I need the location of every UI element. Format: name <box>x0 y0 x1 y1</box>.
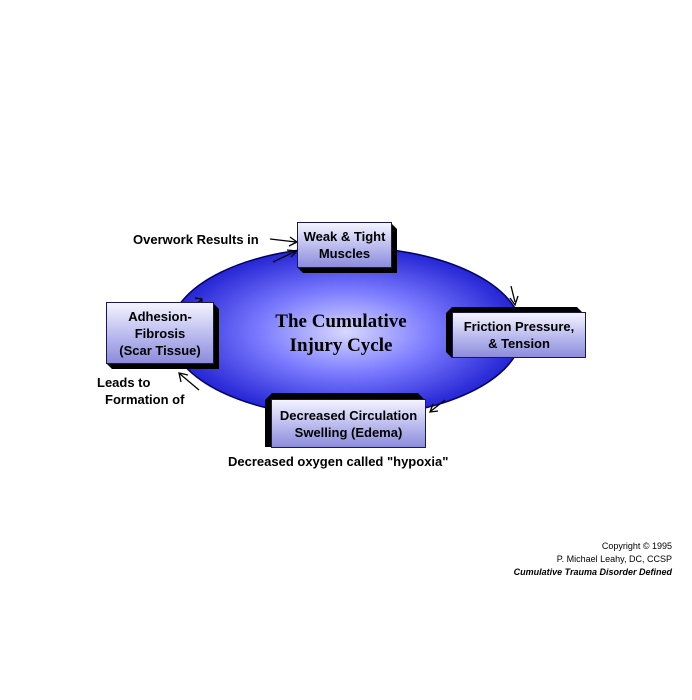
friction-pressure-box: Friction Pressure, & Tension <box>452 312 586 358</box>
copyright-line2: P. Michael Leahy, DC, CCSP <box>556 554 672 564</box>
weak-tight-line2: Muscles <box>318 246 371 261</box>
overwork-arrow <box>269 238 297 243</box>
center-title-line2: Injury Cycle <box>289 335 393 356</box>
adhesion-line2: Fibrosis <box>134 325 186 341</box>
arrow-to-friction <box>510 285 516 303</box>
leads-to-line2: Formation of <box>105 392 185 407</box>
adhesion-line3: (Scar Tissue) <box>119 342 201 358</box>
weak-tight-line1: Weak & Tight <box>303 229 386 244</box>
center-title: The Cumulative Injury Cycle <box>246 310 436 358</box>
copyright-line3: Cumulative Trauma Disorder Defined <box>513 567 672 577</box>
hypoxia-label: Decreased oxygen called "hypoxia" <box>228 454 449 469</box>
weak-tight-muscles-box: Weak & Tight Muscles <box>297 222 392 268</box>
arrows <box>178 236 519 413</box>
friction-line1: Friction Pressure, <box>463 319 575 334</box>
leads-to-line1: Leads to <box>97 375 151 390</box>
arrow-from-adhesion <box>272 250 297 263</box>
adhesion-line1: Adhesion- <box>128 308 192 324</box>
overwork-label: Overwork Results in <box>133 232 259 247</box>
copyright-line1: Copyright © 1995 <box>601 541 672 551</box>
arrow-to-circulation <box>430 399 446 412</box>
circulation-line2: Swelling (Edema) <box>294 424 403 440</box>
leads-to-label: Leads to Formation of <box>97 374 184 408</box>
adhesion-fibrosis-box: Adhesion- Fibrosis (Scar Tissue) <box>106 302 214 364</box>
friction-line2: & Tension <box>488 336 550 351</box>
copyright-block: Copyright © 1995 P. Michael Leahy, DC, C… <box>514 540 672 579</box>
center-title-line1: The Cumulative <box>275 311 407 332</box>
circulation-line1: Decreased Circulation <box>279 407 418 423</box>
arrow-to-adhesion <box>179 373 200 391</box>
decreased-circulation-box: Decreased Circulation Swelling (Edema) <box>271 399 426 448</box>
